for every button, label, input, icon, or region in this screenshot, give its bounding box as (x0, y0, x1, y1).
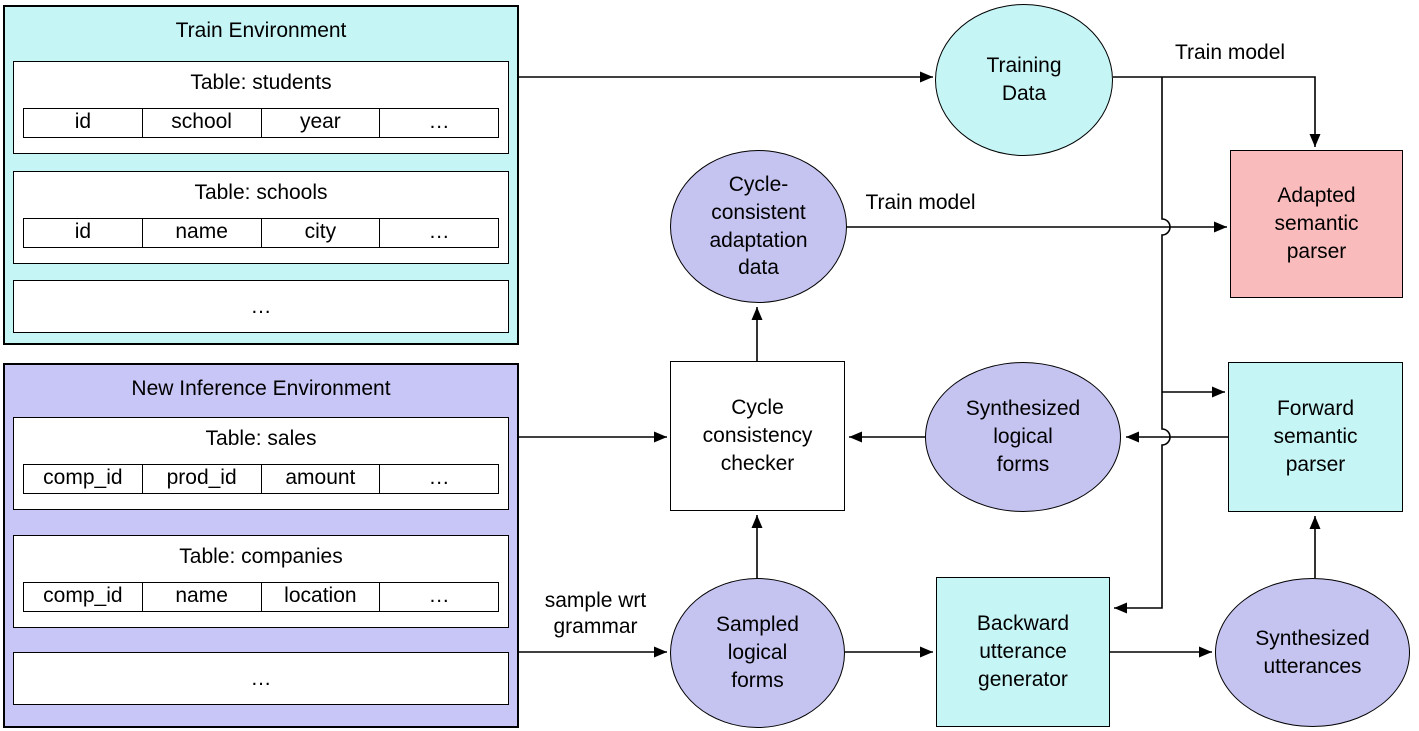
sample-wrt-grammar-label: sample wrt grammar (544, 589, 647, 638)
column-row: id school year … (23, 108, 499, 138)
synthesized-logical-forms-node: Synthesized logical forms (925, 362, 1121, 512)
train-environment-title: Train Environment (175, 19, 347, 42)
column-cell: … (379, 219, 498, 247)
table-card-companies: Table: companies comp_id name location … (13, 535, 509, 628)
column-cell: id (74, 110, 92, 133)
inference-environment-panel: New Inference Environment Table: sales c… (3, 363, 519, 728)
column-cell: id (74, 220, 92, 243)
adapted-semantic-parser-box: Adapted semantic parser (1230, 150, 1403, 298)
training-data-node: Training Data (935, 4, 1113, 156)
column-cell: school (141, 109, 261, 137)
backward-utterance-generator-box: Backward utterance generator (936, 577, 1110, 727)
column-cell: amount (260, 465, 380, 493)
edge-trainingdata-to-adaptedparser (1113, 76, 1321, 147)
cycle-consistency-checker-box: Cycle consistency checker (670, 361, 845, 511)
train-environment-panel: Train Environment Table: students id sch… (3, 5, 519, 345)
column-cell: comp_id (43, 584, 123, 607)
edge-trainingdata-to-backwardgenerator (1114, 77, 1171, 614)
train-model-label-mid: Train model (865, 191, 976, 214)
column-cell: … (379, 109, 498, 137)
column-cell: year (260, 109, 380, 137)
column-cell: name (141, 219, 261, 247)
column-cell: name (141, 583, 261, 611)
more-tables-card: … (13, 280, 509, 333)
table-title: Table: sales (205, 427, 317, 450)
column-cell: city (260, 219, 380, 247)
table-card-schools: Table: schools id name city … (13, 171, 509, 264)
column-cell: prod_id (141, 465, 261, 493)
inference-environment-title: New Inference Environment (131, 377, 391, 400)
column-cell: … (379, 583, 498, 611)
column-row: comp_id prod_id amount … (23, 464, 499, 494)
column-cell: location (260, 583, 380, 611)
column-cell: … (379, 465, 498, 493)
table-title: Table: companies (179, 545, 343, 568)
table-card-students: Table: students id school year … (13, 61, 509, 154)
forward-semantic-parser-box: Forward semantic parser (1228, 362, 1403, 512)
column-row: id name city … (23, 218, 499, 248)
column-cell: comp_id (43, 466, 123, 489)
table-title: Table: schools (194, 181, 328, 204)
more-tables-card: … (13, 652, 509, 705)
column-row: comp_id name location … (23, 582, 499, 612)
train-model-label-top: Train model (1174, 41, 1286, 64)
table-card-sales: Table: sales comp_id prod_id amount … (13, 417, 509, 510)
sampled-logical-forms-node: Sampled logical forms (670, 578, 845, 728)
table-title: Table: students (190, 71, 332, 94)
cycle-consistent-adaptation-data-node: Cycle- consistent adaptation data (670, 150, 847, 303)
synthesized-utterances-node: Synthesized utterances (1215, 578, 1410, 727)
